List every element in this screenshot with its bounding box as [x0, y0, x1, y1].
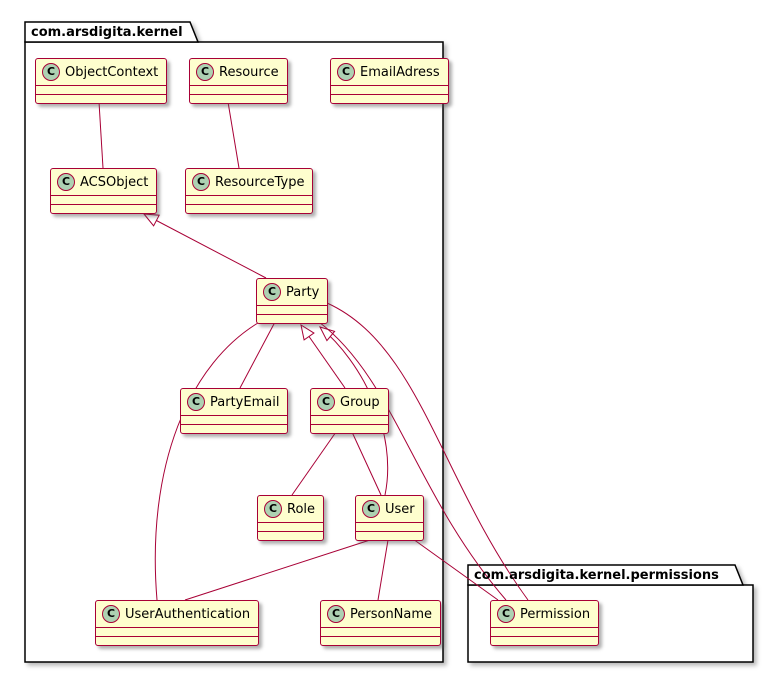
class-box-acsobject: C ACSObject [50, 168, 158, 214]
class-spot-icon: C [264, 500, 282, 518]
package-permissions-tab [467, 564, 745, 586]
methods-compartment [321, 636, 441, 645]
edge-permission-party-2 [318, 321, 507, 601]
methods-compartment [36, 94, 167, 103]
relation-edges [98, 101, 529, 601]
edge-party-extends-acsobject [142, 213, 267, 279]
class-box-resourcetype: C ResourceType [185, 168, 314, 214]
fields-compartment [321, 627, 441, 636]
edge-resource-resourcetype [227, 101, 240, 169]
class-name: ResourceType [215, 174, 305, 190]
class-spot-icon: C [196, 63, 214, 81]
class-box-group: C Group [310, 388, 389, 434]
class-header: C Resource [190, 59, 287, 85]
methods-compartment [181, 424, 288, 433]
package-label-kernel: com.arsdigita.kernel [31, 25, 183, 40]
methods-compartment [51, 204, 157, 213]
class-box-user: C User [355, 495, 424, 541]
class-box-emailadress: C EmailAdress [330, 58, 449, 104]
fields-compartment [36, 85, 167, 94]
edge-permission-party-1 [326, 302, 529, 601]
class-spot-icon: C [337, 63, 355, 81]
class-spot-icon: C [497, 605, 515, 623]
fields-compartment [257, 305, 328, 314]
edge-user-group [351, 431, 382, 496]
class-box-userauthentication: C UserAuthentication [95, 600, 260, 646]
methods-compartment [491, 636, 599, 645]
edge-group-extends-party [300, 323, 346, 389]
class-name: Party [286, 284, 320, 300]
class-header: C Party [257, 279, 327, 305]
class-name: User [385, 501, 415, 517]
class-spot-icon: C [362, 500, 380, 518]
class-name: Resource [219, 64, 279, 80]
class-spot-icon: C [327, 605, 345, 623]
edge-userauthentication-user [184, 539, 371, 601]
fields-compartment [311, 415, 388, 424]
edge-personname-user [377, 539, 389, 601]
class-name: Group [340, 394, 380, 410]
edge-objectcontext-acsobject [98, 101, 104, 169]
package-label-permissions: com.arsdigita.kernel.permissions [474, 568, 719, 583]
class-box-party: C Party [256, 278, 329, 324]
methods-compartment [96, 636, 259, 645]
edge-partyemail-party [239, 321, 276, 389]
methods-compartment [331, 94, 448, 103]
class-header: C ObjectContext [36, 59, 166, 85]
methods-compartment [258, 531, 324, 540]
fields-compartment [181, 415, 288, 424]
fields-compartment [186, 195, 313, 204]
fields-compartment [331, 85, 448, 94]
methods-compartment [311, 424, 388, 433]
class-box-objectcontext: C ObjectContext [35, 58, 168, 104]
package-kernel-tab [24, 21, 200, 43]
edge-userauthentication-party [154, 319, 264, 601]
class-box-role: C Role [257, 495, 325, 541]
class-spot-icon: C [263, 283, 281, 301]
methods-compartment [257, 314, 328, 323]
class-name: Role [287, 501, 316, 517]
edge-user-permission [412, 538, 499, 601]
class-name: PartyEmail [210, 394, 280, 410]
class-box-partyemail: C PartyEmail [180, 388, 289, 434]
class-header: C ACSObject [51, 169, 156, 195]
class-header: C PartyEmail [181, 389, 287, 415]
class-spot-icon: C [192, 173, 210, 191]
class-header: C Permission [491, 601, 598, 627]
class-header: C PersonName [321, 601, 440, 627]
class-header: C User [356, 496, 423, 522]
class-box-personname: C PersonName [320, 600, 442, 646]
class-header: C ResourceType [186, 169, 312, 195]
package-shapes [24, 21, 754, 663]
class-name: Permission [520, 606, 591, 622]
class-name: EmailAdress [360, 64, 440, 80]
class-name: UserAuthentication [125, 606, 251, 622]
fields-compartment [356, 522, 423, 531]
fields-compartment [491, 627, 599, 636]
fields-compartment [51, 195, 157, 204]
class-spot-icon: C [187, 393, 205, 411]
class-header: C Role [258, 496, 323, 522]
fields-compartment [190, 85, 287, 94]
class-box-resource: C Resource [189, 58, 288, 104]
class-spot-icon: C [42, 63, 60, 81]
methods-compartment [186, 204, 313, 213]
class-box-permission: C Permission [490, 600, 600, 646]
class-header: C EmailAdress [331, 59, 448, 85]
fields-compartment [96, 627, 259, 636]
class-name: ACSObject [80, 174, 149, 190]
class-header: C UserAuthentication [96, 601, 258, 627]
methods-compartment [356, 531, 423, 540]
class-spot-icon: C [102, 605, 120, 623]
fields-compartment [258, 522, 324, 531]
class-name: PersonName [350, 606, 433, 622]
class-spot-icon: C [317, 393, 335, 411]
class-header: C Group [311, 389, 388, 415]
methods-compartment [190, 94, 287, 103]
edge-role-group [291, 431, 337, 496]
class-spot-icon: C [57, 173, 75, 191]
class-name: ObjectContext [65, 64, 159, 80]
